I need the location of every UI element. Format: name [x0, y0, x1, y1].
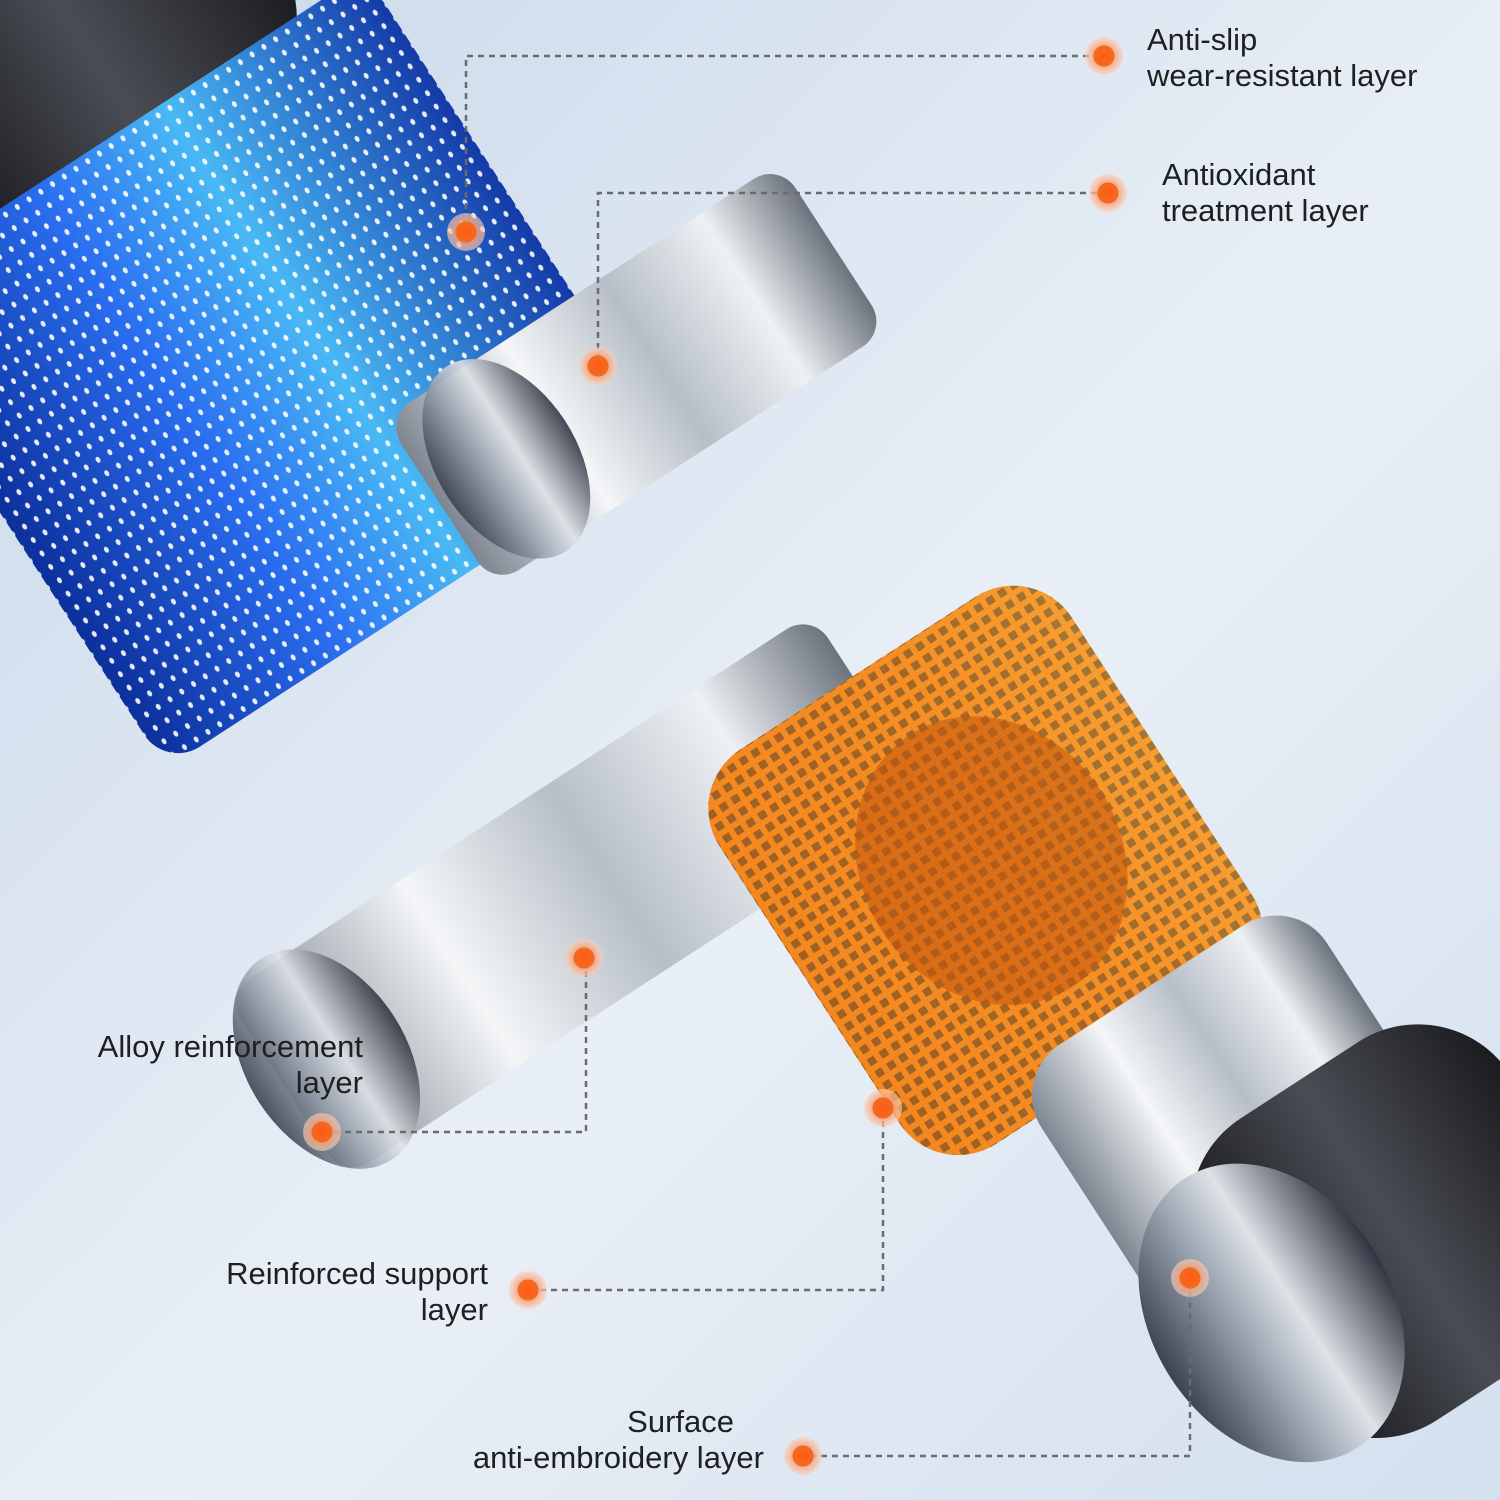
callout-support: Reinforced support layer — [226, 1256, 488, 1328]
callout-support-line1: Reinforced support — [226, 1256, 488, 1291]
leader-anti-slip — [464, 54, 1100, 232]
markers — [303, 37, 1209, 1475]
handle-end-bottom — [1138, 1024, 1500, 1463]
marker-surface-point — [1171, 1259, 1209, 1297]
marker-anti-slip-label — [1085, 37, 1123, 75]
leader-surface — [804, 1280, 1192, 1458]
callout-antioxidant-line2: treatment layer — [1162, 193, 1369, 228]
callout-anti-slip-line1: Anti-slip — [1147, 22, 1258, 57]
leader-lines — [322, 54, 1192, 1458]
marker-alloy-point — [565, 939, 603, 977]
callout-anti-slip: Anti-slip wear-resistant layer — [1147, 22, 1417, 94]
marker-support-label — [509, 1271, 547, 1309]
callout-antioxidant-line1: Antioxidant — [1162, 157, 1316, 192]
marker-alloy-label — [303, 1113, 341, 1151]
marker-anti-slip-point — [447, 213, 485, 251]
upper-rod — [396, 174, 877, 575]
leader-support — [530, 1110, 885, 1292]
callout-anti-slip-line2: wear-resistant layer — [1147, 58, 1418, 93]
leader-antioxidant — [596, 191, 1108, 366]
callout-alloy-line1: Alloy reinforcement — [97, 1029, 363, 1064]
callout-support-line2: layer — [420, 1292, 488, 1327]
blue-sleeve — [0, 0, 655, 754]
callout-surface-line1: Surface — [627, 1404, 734, 1439]
callout-surface-line2: anti-embroidery layer — [472, 1440, 764, 1475]
marker-surface-label — [784, 1437, 822, 1475]
callout-surface: Surface anti-embroidery layer — [473, 1404, 764, 1476]
callout-alloy-line2: layer — [295, 1065, 363, 1100]
callout-antioxidant: Antioxidant treatment layer — [1162, 157, 1369, 229]
marker-support-point — [864, 1089, 902, 1127]
leader-alloy — [322, 960, 588, 1134]
callout-alloy: Alloy reinforcement layer — [98, 1029, 363, 1101]
marker-antioxidant-point — [579, 347, 617, 385]
marker-antioxidant-label — [1089, 174, 1127, 212]
